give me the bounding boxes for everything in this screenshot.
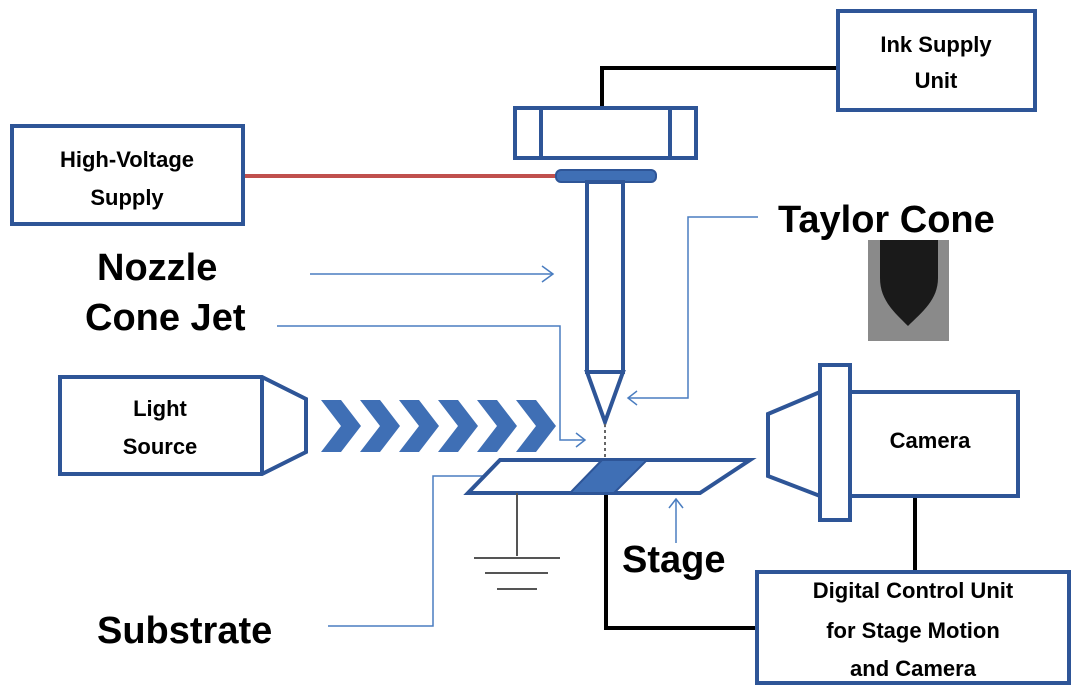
cone-jet-label: Cone Jet (85, 297, 246, 339)
stage-callout-arrow (669, 499, 683, 543)
ground-symbol (474, 493, 560, 589)
ink-supply-wire (602, 68, 838, 108)
light-chevron (360, 400, 400, 452)
nozzle (587, 182, 623, 422)
light-chevron (399, 400, 439, 452)
ink-supply-label-line1: Ink Supply (880, 32, 992, 57)
stage-label: Stage (622, 539, 725, 581)
light-source-label-line1: Light (133, 396, 187, 421)
light-source-label-line2: Source (123, 434, 198, 459)
substrate-label: Substrate (97, 610, 272, 652)
light-chevron (321, 400, 361, 452)
stage-platform (468, 460, 750, 493)
ink-supply-label-line2: Unit (915, 68, 958, 93)
high-voltage-supply: High-Voltage Supply (12, 126, 243, 224)
digital-control-label-line1: Digital Control Unit (813, 578, 1014, 603)
camera-label: Camera (890, 428, 971, 453)
light-chevron (477, 400, 517, 452)
nozzle-label: Nozzle (97, 247, 217, 289)
nozzle-holder (515, 108, 696, 158)
camera: Camera (768, 365, 1018, 520)
taylor-cone-label: Taylor Cone (778, 199, 995, 241)
light-chevron (516, 400, 556, 452)
digital-control-unit: Digital Control Unit for Stage Motion an… (757, 572, 1069, 683)
taylor-cone-callout-arrow (628, 217, 758, 405)
light-beam-chevrons (321, 400, 556, 452)
digital-control-label-line3: and Camera (850, 656, 977, 681)
digital-control-label-line2: for Stage Motion (826, 618, 1000, 643)
high-voltage-label-line1: High-Voltage (60, 147, 194, 172)
taylor-cone-image (868, 240, 949, 341)
light-chevron (438, 400, 478, 452)
high-voltage-label-line2: Supply (90, 185, 164, 210)
ink-supply-unit: Ink Supply Unit (838, 11, 1035, 110)
light-source: Light Source (60, 377, 306, 474)
nozzle-callout-arrow (310, 266, 553, 282)
